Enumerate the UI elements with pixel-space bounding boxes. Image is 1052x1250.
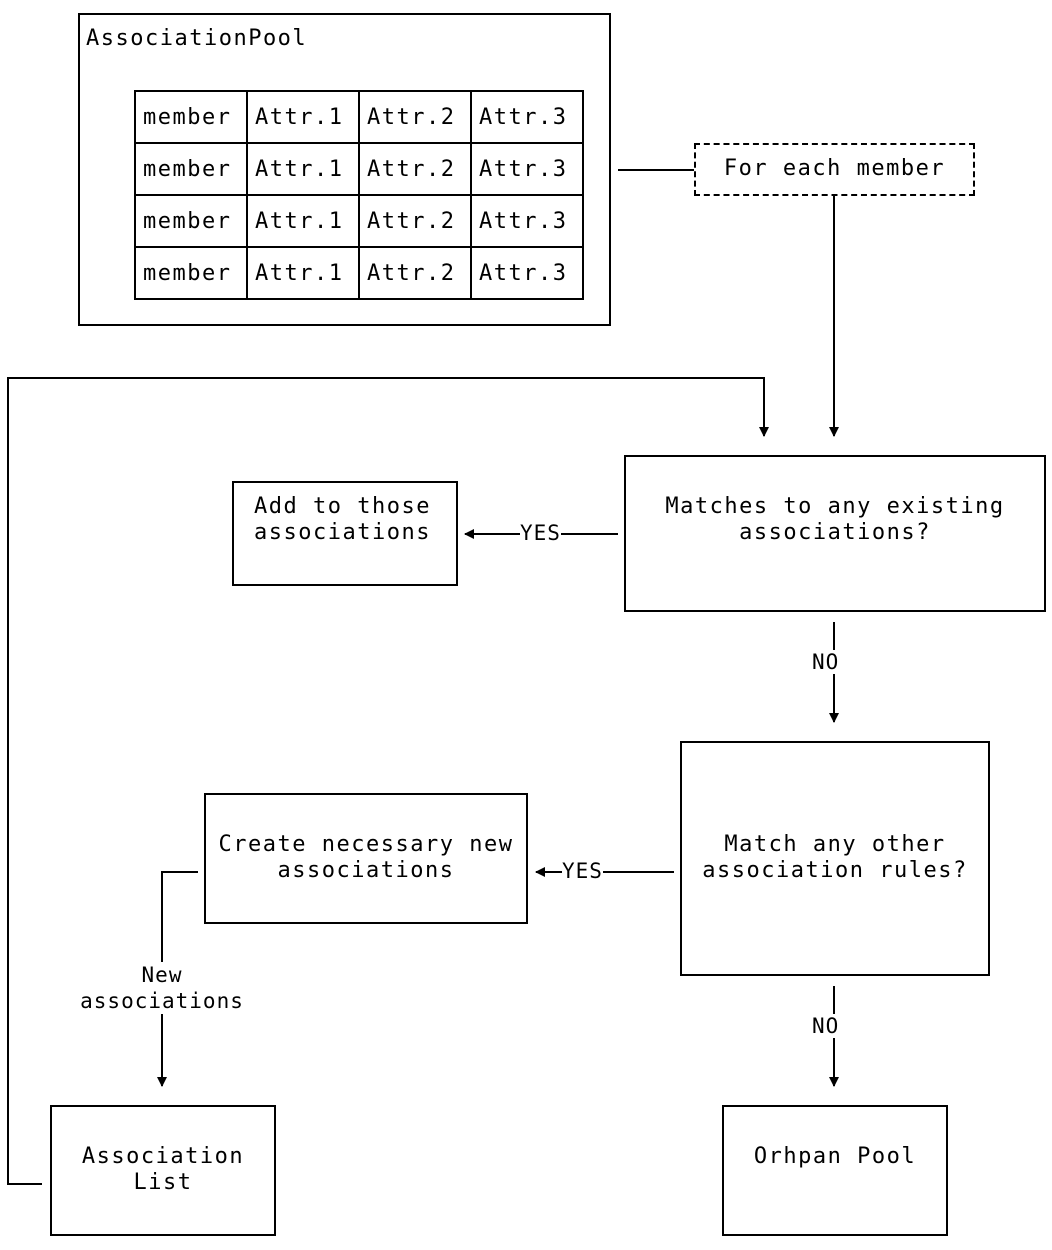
- table-cell: member: [134, 246, 248, 300]
- association-pool-title: AssociationPool: [86, 26, 308, 51]
- table-row: member Attr.1 Attr.2 Attr.3: [134, 246, 584, 300]
- orphan-pool-label: Orhpan Pool: [753, 1144, 917, 1169]
- table-cell: Attr.1: [246, 90, 360, 144]
- matches-existing-label: Matches to any existing associations?: [665, 494, 1005, 545]
- edge-label-new-associations: New associations: [62, 962, 262, 1014]
- table-cell: Attr.3: [470, 142, 584, 196]
- edge-label-no-2: NO: [812, 1014, 840, 1038]
- table-cell: Attr.2: [358, 194, 472, 248]
- for-each-member-node: [694, 143, 975, 196]
- table-row: member Attr.1 Attr.2 Attr.3: [134, 194, 584, 248]
- table-row: member Attr.1 Attr.2 Attr.3: [134, 142, 584, 196]
- edge-label-no-1: NO: [812, 650, 840, 674]
- orphan-pool-node: [722, 1105, 948, 1236]
- edge-new-associations: [157, 871, 198, 1087]
- table-cell: Attr.2: [358, 142, 472, 196]
- edge-label-yes-2: YES: [562, 859, 603, 883]
- create-new-label: Create necessary new associations: [218, 832, 514, 883]
- for-each-member-label: For each member: [723, 156, 946, 181]
- table-cell: Attr.1: [246, 142, 360, 196]
- association-list-label: Association List: [81, 1144, 245, 1195]
- matches-existing-node: [624, 455, 1046, 612]
- table-cell: Attr.3: [470, 90, 584, 144]
- match-other-rules-node: [680, 741, 990, 976]
- add-to-those-label: Add to those associations: [254, 494, 431, 545]
- edge-label-yes-1: YES: [520, 521, 561, 545]
- table-cell: member: [134, 90, 248, 144]
- association-pool-table: member Attr.1 Attr.2 Attr.3 member Attr.…: [134, 90, 584, 300]
- table-cell: member: [134, 194, 248, 248]
- association-list-node: [50, 1105, 276, 1236]
- add-to-those-node: [232, 481, 458, 586]
- match-other-rules-label: Match any other association rules?: [702, 832, 968, 883]
- table-cell: Attr.3: [470, 246, 584, 300]
- edge-loop-back: [7, 377, 769, 1185]
- table-cell: Attr.3: [470, 194, 584, 248]
- table-cell: member: [134, 142, 248, 196]
- table-cell: Attr.2: [358, 246, 472, 300]
- table-cell: Attr.1: [246, 246, 360, 300]
- table-row: member Attr.1 Attr.2 Attr.3: [134, 90, 584, 144]
- table-cell: Attr.1: [246, 194, 360, 248]
- create-new-node: [204, 793, 528, 924]
- table-cell: Attr.2: [358, 90, 472, 144]
